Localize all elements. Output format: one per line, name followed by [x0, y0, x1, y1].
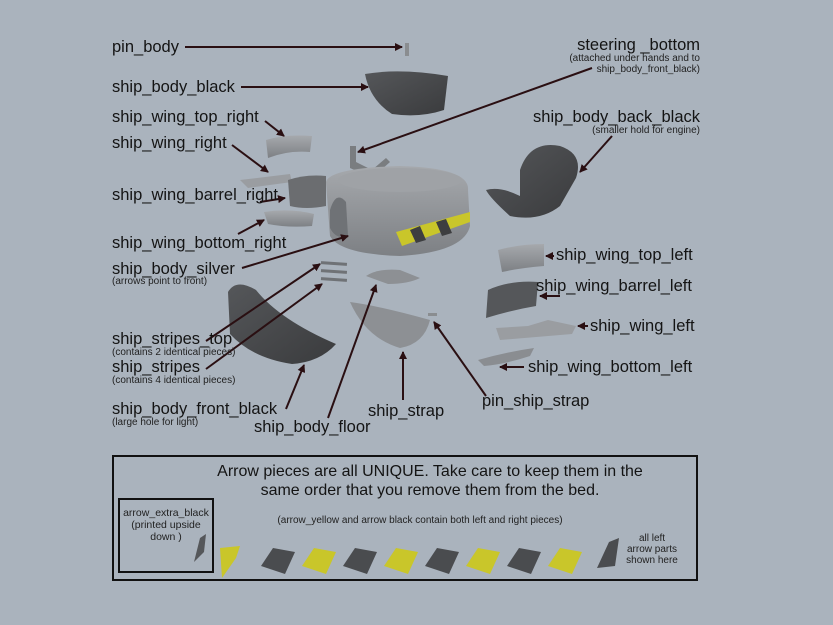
label-pin-body: pin_body	[112, 38, 179, 56]
arrow-piece-yellow	[220, 546, 240, 578]
ship-body-black-part	[365, 71, 448, 116]
headline-line-1: Arrow pieces are all UNIQUE. Take care t…	[217, 463, 643, 480]
headline-line-2: same order that you remove them from the…	[260, 482, 600, 499]
ship-wing-bottom-right-part	[264, 210, 314, 227]
ship-body-floor-part	[366, 269, 420, 284]
ship-wing-top-left-part	[498, 244, 544, 272]
label-ship-wing-bottom-right: ship_wing_bottom_right	[112, 234, 287, 252]
arrow-piece-black	[425, 548, 459, 574]
note-ship-body-back-black: (smaller hold for engine)	[592, 125, 700, 136]
ship-wing-right-part	[240, 174, 292, 188]
ship-stripes-top-part	[320, 261, 348, 282]
pin-body-part	[405, 43, 409, 56]
label-ship-wing-barrel-right: ship_wing_barrel_right	[112, 186, 279, 204]
extra-label-line-1: arrow_extra_black	[123, 507, 209, 519]
leader-ship-stripes	[205, 283, 323, 370]
leader-ship-body-front-black	[285, 364, 306, 410]
body-dark-stripe	[410, 219, 452, 243]
arrow-piece-black	[507, 548, 541, 574]
ship-wing-left-part	[496, 320, 576, 340]
label-ship-wing-left: ship_wing_left	[590, 317, 695, 335]
arrow-piece-yellow	[384, 548, 418, 574]
ship-wing-bottom-left-part	[478, 348, 534, 366]
all-left-line-2: arrow parts	[626, 544, 677, 555]
label-ship-stripes: ship_stripes	[112, 358, 201, 376]
arrow-piece-black	[343, 548, 377, 574]
note-ship-body-front-black: (large hole for light)	[112, 417, 199, 428]
note-ship-stripes: (contains 4 identical pieces)	[112, 375, 236, 386]
leader-lines	[185, 43, 613, 419]
ship-wing-top-right-part	[266, 135, 312, 158]
arrow-piece-black	[597, 538, 619, 568]
arrow-extra-black-box	[118, 498, 214, 573]
leader-pin-ship-strap	[433, 321, 487, 397]
arrow-extra-black-piece	[194, 534, 206, 562]
arrow-note-parenthetical: (arrow_yellow and arrow black contain bo…	[277, 515, 563, 526]
note-ship-stripes-top: (contains 2 identical pieces)	[112, 347, 236, 358]
label-ship-wing-top-right: ship_wing_top_right	[112, 108, 259, 126]
ship-wing-barrel-right-part	[288, 175, 326, 208]
arrow-pieces-note-box	[112, 455, 698, 581]
ship-body-back-black-part	[486, 145, 578, 218]
label-ship-strap: ship_strap	[368, 402, 445, 420]
leader-ship-wing-top-right	[264, 120, 285, 137]
label-ship-body-floor: ship_body_floor	[254, 418, 371, 436]
extra-label-line-2: (printed upside	[131, 519, 201, 531]
ship-strap-part	[350, 302, 430, 348]
leader-steering-bottom	[357, 67, 593, 154]
all-left-line-1: all left	[638, 533, 666, 544]
ship-body-silver-hole	[330, 197, 348, 237]
ship-wing-barrel-left-part	[486, 281, 538, 318]
arrow-piece-black	[261, 548, 295, 574]
label-ship-body-silver: ship_body_silver	[112, 260, 235, 278]
leader-ship-body-floor	[327, 284, 378, 419]
all-left-arrow-note: all left arrow parts shown here	[612, 533, 692, 566]
label-ship-body-front-black: ship_body_front_black	[112, 400, 278, 418]
arrow-note-headline: Arrow pieces are all UNIQUE. Take care t…	[150, 462, 710, 500]
leader-ship-wing-bottom-right	[237, 219, 265, 235]
leader-ship-body-back-black	[579, 135, 613, 173]
note-steering-bottom-1: (attached under hands and to	[569, 53, 700, 64]
extra-label-line-3: down )	[150, 531, 182, 543]
ship-body-silver-rim	[338, 168, 462, 192]
leader-ship-stripes-top	[205, 263, 321, 342]
label-ship-body-back-black: ship_body_back_black	[533, 108, 700, 126]
label-ship-stripes-top: ship_stripes_top	[112, 330, 233, 348]
note-steering-bottom-2: ship_body_front_black)	[596, 64, 700, 75]
leader-ship-wing-right	[231, 144, 269, 173]
label-steering-bottom: steering _bottom	[577, 36, 700, 54]
arrow-piece-yellow	[302, 548, 336, 574]
label-ship-body-black: ship_body_black	[112, 78, 235, 96]
label-pin-ship-strap: pin_ship_strap	[482, 392, 590, 410]
ship-body-front-black-part	[228, 284, 336, 364]
all-left-line-3: shown here	[626, 555, 678, 566]
leader-ship-wing-barrel-right	[259, 195, 286, 204]
label-ship-wing-right: ship_wing_right	[112, 134, 227, 152]
label-ship-wing-top-left: ship_wing_top_left	[556, 246, 693, 264]
label-ship-wing-bottom-left: ship_wing_bottom_left	[528, 358, 693, 376]
arrow-pieces-row	[220, 538, 619, 578]
pin-ship-strap-part	[428, 313, 437, 316]
arrow-piece-yellow	[548, 548, 582, 574]
arrow-extra-black-label: arrow_extra_black (printed upside down )	[120, 507, 212, 543]
arrow-piece-yellow	[466, 548, 500, 574]
note-ship-body-silver: (arrows point to front)	[112, 276, 208, 287]
leader-ship-body-silver	[241, 234, 349, 269]
label-ship-wing-barrel-left: ship_wing_barrel_left	[536, 277, 692, 295]
